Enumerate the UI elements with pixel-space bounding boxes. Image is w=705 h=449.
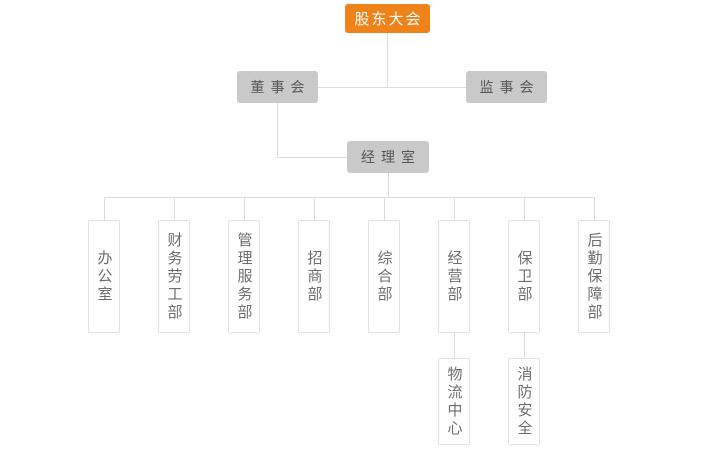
connector-stub-office (104, 197, 105, 220)
connector-stub-management-services (244, 197, 245, 220)
dept-general: 综合部 (368, 220, 400, 333)
dept-office: 办公室 (88, 220, 120, 333)
connector-level2-horizontal (318, 87, 466, 88)
node-label: 办公室 (95, 249, 113, 304)
dept-management-services: 管理服务部 (228, 220, 260, 333)
node-label: 董事会 (250, 79, 311, 95)
node-label: 保卫部 (515, 249, 533, 304)
node-shareholders-meeting: 股东大会 (345, 4, 430, 33)
connector-operations-to-logistics-center (454, 333, 455, 358)
connector-board-down (277, 103, 278, 157)
connector-root-down (387, 33, 388, 87)
node-label: 物流中心 (445, 365, 463, 438)
dept-investment-promotion: 招商部 (298, 220, 330, 333)
dept-logistics-support: 后勤保障部 (578, 220, 610, 333)
connector-stub-security (524, 197, 525, 220)
node-label: 综合部 (375, 249, 393, 304)
connector-board-to-manager (277, 157, 347, 158)
node-label: 消防安全 (515, 365, 533, 438)
connector-manager-down (388, 173, 389, 197)
node-board-of-directors: 董事会 (237, 71, 318, 103)
connector-stub-logistics-support (594, 197, 595, 220)
node-label: 经理室 (361, 149, 421, 165)
connector-stub-investment (314, 197, 315, 220)
dept-finance-labor: 财务劳工部 (158, 220, 190, 333)
node-label: 招商部 (305, 249, 323, 304)
node-board-of-supervisors: 监事会 (466, 71, 547, 103)
dept-security: 保卫部 (508, 220, 540, 333)
connector-security-to-fire-safety (524, 333, 525, 358)
node-label: 监事会 (479, 79, 540, 95)
node-manager-office: 经理室 (347, 141, 429, 173)
sub-logistics-center: 物流中心 (438, 358, 470, 445)
node-label: 经营部 (445, 249, 463, 304)
node-label: 财务劳工部 (165, 231, 183, 322)
sub-fire-safety: 消防安全 (508, 358, 540, 445)
connector-departments-horizontal (104, 197, 594, 198)
connector-stub-finance-labor (174, 197, 175, 220)
node-label: 管理服务部 (235, 231, 253, 322)
node-label: 后勤保障部 (585, 231, 603, 322)
node-label: 股东大会 (354, 11, 423, 28)
dept-operations: 经营部 (438, 220, 470, 333)
connector-stub-operations (454, 197, 455, 220)
connector-stub-general (384, 197, 385, 220)
